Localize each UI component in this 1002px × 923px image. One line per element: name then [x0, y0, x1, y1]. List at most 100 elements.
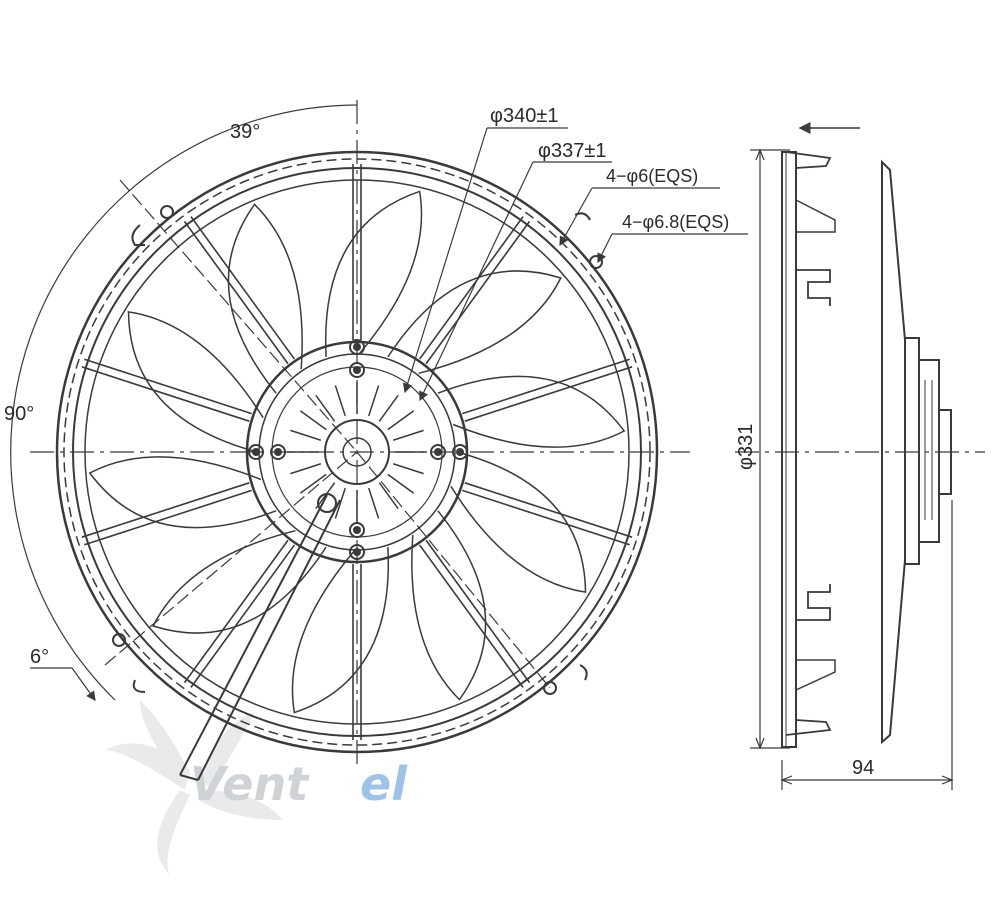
fan-blade: [88, 456, 277, 529]
dim-arrow-icon: [755, 148, 765, 161]
bolt-icon: [349, 522, 365, 538]
side-bottom-lip: [785, 719, 832, 736]
mount-hole-icon: [160, 205, 174, 219]
guard-spoke: [183, 220, 289, 365]
guard-spoke: [462, 358, 630, 415]
shroud-outer-ring: [55, 150, 659, 754]
mount-tab-icon: [131, 224, 145, 246]
angle-ref-line: [119, 179, 358, 453]
fan-blade: [324, 190, 423, 357]
bolt-icon: [452, 444, 468, 460]
angle-39-label: 39°: [230, 121, 260, 143]
bolt-center: [353, 343, 361, 351]
mount-hole-icon: [112, 633, 126, 647]
holes-b-label: 4−φ6.8(EQS): [622, 212, 729, 232]
leader-dia-inner: [419, 161, 534, 402]
side-view-labels: φ331 94: [735, 424, 874, 779]
angle-90-label: 90°: [4, 403, 34, 425]
watermark-logo: Vent el: [105, 700, 408, 875]
side-shroud-plate: [781, 151, 797, 748]
guard-spoke: [418, 216, 524, 360]
motor-rib: [387, 473, 415, 494]
bolt-icon: [349, 339, 365, 355]
fan-blade: [227, 203, 303, 394]
motor-rib: [368, 487, 380, 519]
fan-blade: [437, 375, 626, 448]
motor-rib: [334, 385, 346, 417]
inner-diameter-label: φ337±1: [538, 140, 606, 162]
fan-logo-icon: [105, 700, 283, 875]
bolt-center: [252, 448, 260, 456]
bolt-icon: [349, 362, 365, 378]
motor-rib: [378, 394, 399, 422]
side-motor-cap: [938, 409, 952, 495]
bolt-icon: [349, 544, 365, 560]
fan-blade: [152, 529, 327, 634]
bolt-center: [353, 526, 361, 534]
guard-spoke: [81, 366, 250, 422]
mount-tab-icon: [132, 679, 146, 693]
fan-blade: [291, 547, 390, 714]
bolt-center: [353, 548, 361, 556]
bolt-center: [456, 448, 464, 456]
front-view-labels: 39° 90° 6° φ340±1 φ337±1 4−φ6(EQS) 4−φ6.…: [4, 105, 729, 668]
side-view: [735, 122, 985, 790]
motor-rib: [299, 410, 327, 431]
fan-blade: [387, 270, 562, 375]
shroud-inner-ring: [72, 167, 642, 737]
motor-rib: [290, 429, 322, 441]
guard-spoke: [464, 366, 633, 422]
motor-rib: [334, 487, 346, 519]
leader-holes-b: [597, 233, 613, 264]
blade-tip-ring: [84, 179, 630, 725]
side-motor-body: [918, 359, 940, 543]
angle-ref-line: [356, 451, 551, 689]
body-diameter-label: φ331: [735, 424, 757, 470]
bolt-center: [274, 448, 282, 456]
motor-rib: [290, 463, 322, 475]
guard-spoke: [464, 482, 633, 538]
cable-grommet-icon: [317, 493, 337, 513]
cable-line: [179, 494, 328, 776]
front-view: [10, 100, 748, 781]
guard-spoke: [462, 489, 630, 546]
dim-arrow-icon: [941, 775, 954, 785]
holes-a-label: 4−φ6(EQS): [606, 166, 698, 186]
leader-dia-outer: [402, 127, 488, 394]
guard-spoke: [190, 544, 296, 688]
guard-spoke: [425, 539, 531, 684]
angle-ref-line: [104, 451, 358, 666]
cable-end: [179, 774, 199, 781]
motor-rib: [378, 482, 399, 510]
depth-label: 94: [852, 757, 874, 779]
dim-arrow-icon: [755, 737, 765, 750]
fan-blades: [88, 190, 626, 714]
leader-holes-a: [559, 187, 593, 247]
motor-rib: [299, 473, 327, 494]
motor-ribs: [287, 382, 427, 522]
guard-spoke: [81, 482, 250, 538]
power-cable: [179, 493, 341, 781]
watermark-text-gray: Vent: [190, 757, 310, 811]
angle-6-label: 6°: [30, 646, 49, 668]
mounting-holes: [112, 205, 603, 695]
fan-blade: [450, 451, 587, 593]
dim-arrow-icon: [780, 775, 793, 785]
guard-spoke: [183, 539, 289, 684]
bolt-icon: [248, 444, 264, 460]
bolt-center: [353, 366, 361, 374]
motor-rib: [368, 385, 380, 417]
mount-tab-icon: [579, 664, 588, 681]
side-top-lip: [785, 151, 832, 169]
fan-blade: [411, 510, 487, 701]
fan-blade: [127, 311, 264, 453]
leader-angle-6: [71, 667, 96, 701]
motor-center-boss: [324, 419, 390, 485]
guard-spokes: [81, 164, 633, 740]
watermark-text-blue: el: [360, 757, 408, 811]
motor-rib: [392, 429, 424, 441]
bolt-center: [434, 448, 442, 456]
guard-spoke: [425, 220, 531, 365]
bolt-icon: [430, 444, 446, 460]
